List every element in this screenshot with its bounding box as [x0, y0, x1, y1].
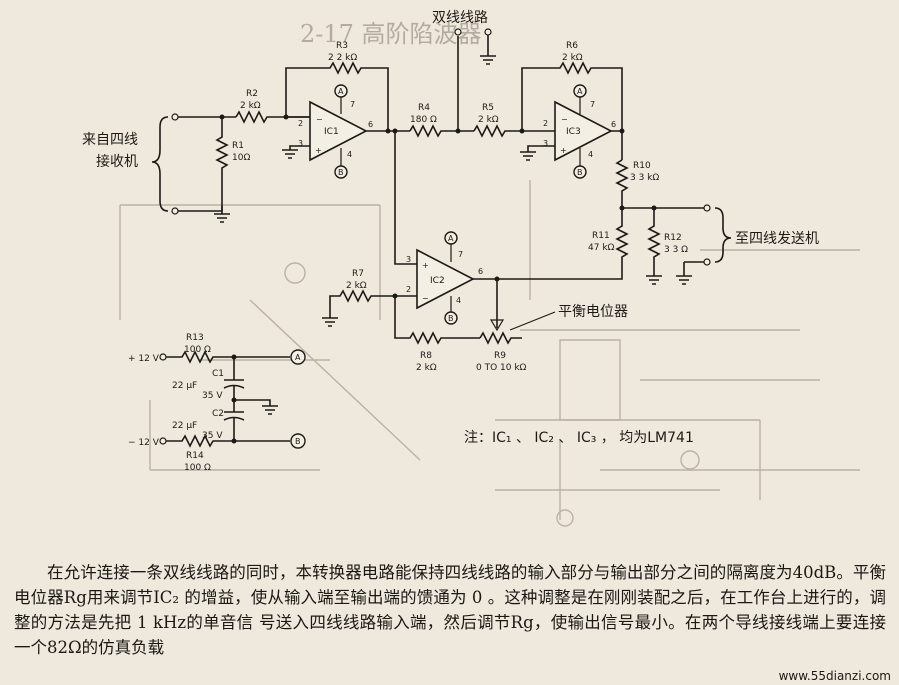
- r3-value: 2 2 kΩ: [328, 53, 357, 63]
- svg-text:− 12 V: − 12 V: [128, 438, 160, 448]
- two-wire-label: 双线线路: [432, 10, 488, 26]
- site-watermark: www.55dianzi.com: [776, 669, 893, 683]
- svg-text:6: 6: [478, 267, 483, 276]
- ic3-label: IC3: [566, 127, 581, 137]
- svg-text:A: A: [577, 87, 583, 96]
- svg-text:2 kΩ: 2 kΩ: [478, 115, 499, 125]
- braces: [151, 116, 732, 263]
- svg-text:4: 4: [456, 296, 461, 305]
- bleed-through: 2-17 高阶陷波器: [119, 20, 860, 527]
- svg-text:A: A: [338, 87, 344, 96]
- svg-text:2: 2: [298, 119, 303, 128]
- svg-text:R4: R4: [418, 103, 430, 113]
- component-labels: R3 2 2 kΩ R2 2 kΩ R1 10Ω R4 180 Ω R5 2 k…: [128, 41, 688, 473]
- svg-text:−: −: [316, 115, 323, 124]
- svg-text:+: +: [422, 261, 429, 270]
- svg-text:2: 2: [406, 285, 411, 294]
- power-supply: A B: [159, 349, 306, 449]
- svg-text:R1: R1: [232, 141, 244, 151]
- svg-text:+: +: [315, 146, 322, 155]
- r3-name: R3: [336, 41, 348, 51]
- svg-text:35 V: 35 V: [202, 431, 223, 441]
- ic2-label: IC2: [430, 276, 445, 286]
- svg-text:22 μF: 22 μF: [172, 381, 197, 391]
- svg-text:10Ω: 10Ω: [232, 153, 250, 163]
- svg-text:+ 12 V: + 12 V: [128, 354, 160, 364]
- svg-text:A: A: [295, 353, 301, 362]
- svg-text:6: 6: [368, 120, 373, 129]
- svg-text:100 Ω: 100 Ω: [184, 463, 211, 473]
- balance-pot-label: 平衡电位器: [558, 304, 628, 320]
- from-4wire-label-2: 接收机: [96, 153, 138, 170]
- svg-text:R5: R5: [482, 103, 494, 113]
- svg-text:R11: R11: [592, 231, 610, 241]
- svg-text:7: 7: [458, 250, 463, 259]
- svg-text:R10: R10: [633, 161, 651, 171]
- svg-text:0 TO 10 kΩ: 0 TO 10 kΩ: [476, 363, 527, 373]
- svg-text:R12: R12: [664, 233, 682, 243]
- svg-text:3: 3: [298, 139, 303, 148]
- text-labels: 双线线路 来自四线 接收机 至四线发送机 平衡电位器 注：IC₁ 、 IC₂ 、…: [82, 10, 819, 446]
- from-4wire-label-1: 来自四线: [82, 132, 138, 148]
- svg-text:2 kΩ: 2 kΩ: [346, 281, 367, 291]
- ic1-opamp: IC1 − +: [309, 100, 368, 162]
- ic3-opamp: IC3 − +: [554, 100, 613, 162]
- svg-text:C2: C2: [212, 409, 224, 419]
- svg-text:6: 6: [611, 120, 616, 129]
- svg-text:2 kΩ: 2 kΩ: [416, 363, 437, 373]
- svg-text:22 μF: 22 μF: [172, 421, 197, 431]
- svg-text:4: 4: [588, 150, 593, 159]
- svg-text:7: 7: [350, 100, 355, 109]
- svg-text:R13: R13: [186, 333, 204, 343]
- svg-text:35 V: 35 V: [202, 391, 223, 401]
- svg-text:R6: R6: [566, 41, 578, 51]
- svg-text:R7: R7: [352, 269, 364, 279]
- rail-markers: A B A B A B: [334, 84, 587, 325]
- circuit-schematic: 2-17 高阶陷波器 IC1 − + IC2 + − IC3 − + 2 3 7…: [82, 10, 860, 527]
- svg-text:B: B: [338, 168, 344, 177]
- svg-text:3: 3: [406, 255, 411, 264]
- svg-text:−: −: [422, 294, 429, 303]
- svg-text:7: 7: [590, 100, 595, 109]
- svg-text:2: 2: [543, 119, 548, 128]
- svg-text:100 Ω: 100 Ω: [184, 345, 211, 355]
- svg-text:3 3 Ω: 3 3 Ω: [664, 245, 688, 255]
- caption-paragraph: 在允许连接一条双线线路的同时，本转换器电路能保持四线线路的输入部分与输出部分之间…: [14, 560, 886, 660]
- svg-text:2 kΩ: 2 kΩ: [240, 101, 261, 111]
- svg-text:A: A: [448, 234, 454, 243]
- svg-text:R9: R9: [494, 351, 506, 361]
- svg-text:R14: R14: [186, 451, 204, 461]
- svg-text:C1: C1: [212, 369, 224, 379]
- ic2-section: [322, 128, 556, 345]
- svg-text:+: +: [560, 146, 567, 155]
- svg-text:R2: R2: [246, 89, 258, 99]
- to-4wire-label: 至四线发送机: [735, 231, 819, 247]
- input-section: [171, 61, 410, 223]
- caption-text: 在允许连接一条双线线路的同时，本转换器电路能保持四线线路的输入部分与输出部分之间…: [14, 563, 886, 657]
- svg-text:2 kΩ: 2 kΩ: [562, 53, 583, 63]
- svg-text:−: −: [561, 115, 568, 124]
- pin-numbers: 2 3 7 6 4 3 2 7 6 4 2 3 7 6 4: [298, 100, 616, 305]
- svg-text:B: B: [295, 437, 301, 446]
- svg-text:R8: R8: [420, 351, 432, 361]
- two-wire-section: [409, 28, 711, 285]
- svg-text:B: B: [577, 168, 583, 177]
- ic-note: 注：IC₁ 、 IC₂ 、 IC₃ ， 均为LM741: [464, 430, 694, 446]
- svg-text:3 3 kΩ: 3 3 kΩ: [630, 173, 659, 183]
- ic2-opamp: IC2 + −: [416, 248, 475, 310]
- svg-text:4: 4: [347, 150, 352, 159]
- svg-text:3: 3: [543, 139, 548, 148]
- svg-text:180 Ω: 180 Ω: [410, 115, 437, 125]
- svg-text:47 kΩ: 47 kΩ: [588, 243, 615, 253]
- svg-text:B: B: [448, 314, 454, 323]
- faded-title: 2-17 高阶陷波器: [300, 20, 482, 48]
- ic1-label: IC1: [324, 127, 339, 137]
